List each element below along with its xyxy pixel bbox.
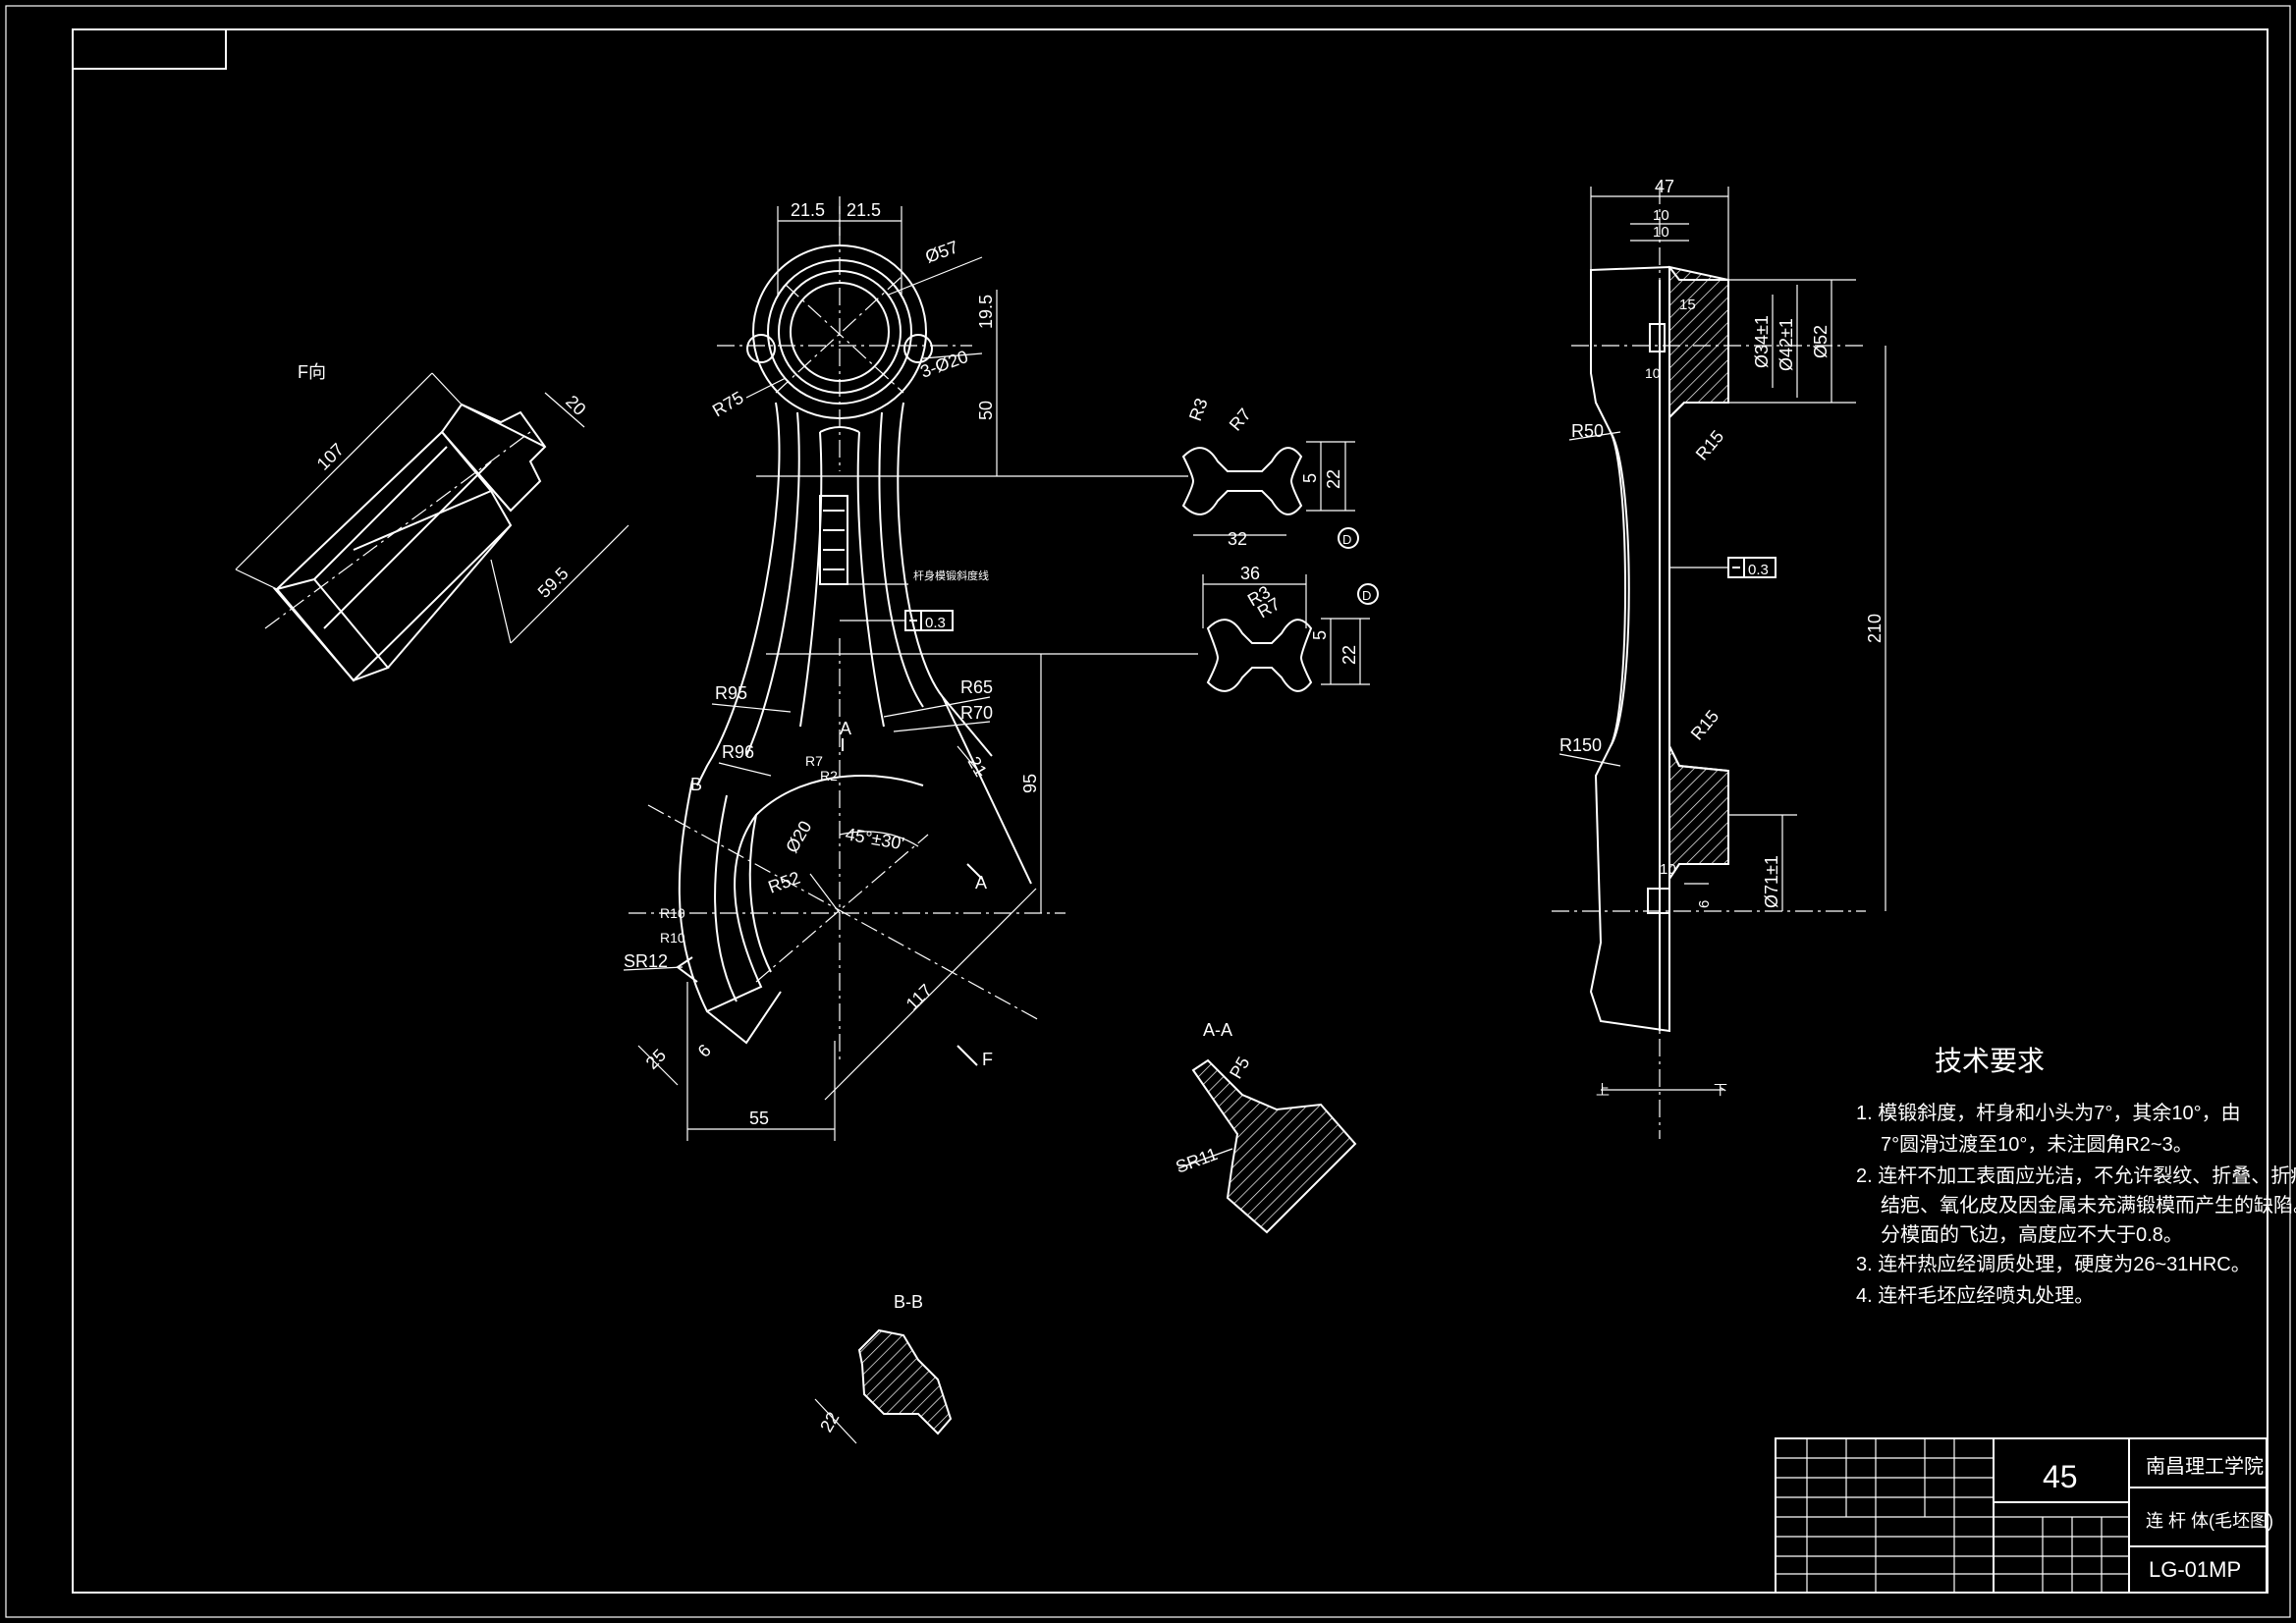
dim-20: 20 [562,392,589,419]
material: 45 [2043,1459,2078,1494]
dim-r95: R95 [715,683,747,703]
flatness-1: 0.3 [925,615,946,631]
parting-lower: 下 [1714,1082,1727,1098]
section-marker-b: B [690,775,702,794]
dim-sr11: SR11 [1174,1144,1221,1177]
tech-item-2: 7°圆滑过渡至10°，未注圆角R2~3。 [1881,1133,2193,1156]
dim-6: 6 [694,1041,715,1061]
parting-upper: 上 [1596,1082,1610,1098]
drawing-number: LG-01MP [2149,1557,2241,1582]
dim-59-5: 59.5 [534,564,573,602]
section-a-a: A-A P5 SR11 [1174,1020,1357,1234]
dim-r7-a: R7 [1226,405,1255,434]
dim-5-b: 5 [1310,630,1330,640]
dim-55: 55 [749,1109,769,1128]
dim-r96: R96 [722,742,754,762]
flatness-2: 0.3 [1748,562,1769,578]
dim-r150: R150 [1559,735,1602,755]
tech-item-7: 4. 连杆毛坯应经喷丸处理。 [1856,1284,2094,1307]
shaft-section-upper: 32 R3 R7 5 22 D [1181,396,1359,549]
dim-10-a: 10 [1653,207,1669,224]
front-view: 21.5 21.5 Ø57 19.5 3-Ø20 50 R75 杆身模锻斜度线 … [623,196,1198,1141]
shaft-note: 杆身模锻斜度线 [913,568,989,582]
dim-d42: Ø42±1 [1777,318,1796,371]
section-marker-a-bottom: A [975,873,987,893]
dim-r70: R70 [960,703,993,723]
dim-22-a: 22 [1324,469,1343,489]
dim-angle: 45°±30' [844,824,905,853]
dim-d52: Ø52 [1811,325,1831,358]
school-name: 南昌理工学院 [2146,1455,2264,1478]
dim-210: 210 [1865,614,1885,643]
inner-border [72,28,2269,1594]
dim-36: 36 [1240,564,1260,583]
dim-r3-a: R3 [1185,396,1212,423]
dim-r75: R75 [709,388,747,421]
dim-sr12: SR12 [624,951,668,971]
dim-3-d20: 3-Ø20 [918,347,971,382]
outer-border [5,5,2291,1618]
side-view: 47 10 10 15 10 Ø34±1 Ø42±1 Ø52 210 Ø71±1… [1552,177,1886,1139]
dim-22-b: 22 [1339,645,1359,665]
dim-10-b: 10 [1653,224,1669,241]
dim-47: 47 [1655,177,1674,196]
dim-22-c: 22 [816,1409,843,1435]
shaft-section-lower: 36 R3 R7 5 22 D [1202,564,1379,692]
dim-r15-a: R15 [1692,426,1728,463]
dim-19-5: 19.5 [976,295,996,329]
technical-requirements: 技术要求 1. 模锻斜度，杆身和小头为7°，其余10°，由 7°圆滑过渡至10°… [1856,1046,2296,1307]
tech-item-5: 分模面的飞边，高度应不大于0.8。 [1881,1223,2183,1246]
dim-r7: R7 [805,753,823,769]
tech-item-1: 1. 模锻斜度，杆身和小头为7°，其余10°，由 [1856,1102,2241,1124]
section-b-b-label-text: B-B [894,1292,923,1312]
dim-d20: Ø20 [782,818,815,856]
tech-item-6: 3. 连杆热应经调质处理，硬度为26~31HRC。 [1856,1253,2251,1275]
dim-r52: R52 [766,868,803,897]
dim-r15-b: R15 [1687,706,1723,743]
title-block: 45 南昌理工学院 连 杆 体(毛坯图) LG-01MP [1775,1437,2273,1594]
dim-32: 32 [1228,529,1247,549]
dim-21-5-left: 21.5 [791,200,825,220]
section-marker-a-top: A [840,719,851,738]
dim-p5: P5 [1226,1054,1253,1082]
dim-10-c: 10 [1645,365,1661,381]
dim-d34: Ø34±1 [1752,315,1772,368]
section-a-a-label: A-A [1203,1020,1232,1040]
f-view-label: F向 [298,362,326,382]
datum-d-lower: D [1362,588,1371,603]
dim-117: 117 [902,980,936,1013]
dim-d71: Ø71±1 [1762,855,1781,908]
dim-6-b: 6 [1696,900,1713,908]
dim-25: 25 [642,1046,670,1073]
dim-21: 21 [964,753,991,780]
dim-r65: R65 [960,677,993,697]
dim-r50: R50 [1571,421,1604,441]
section-b-b: B B-B 22 [814,1292,953,1444]
tech-title: 技术要求 [1935,1046,2045,1076]
tech-item-3: 2. 连杆不加工表面应光洁，不允许裂纹、折叠、折痕、 [1856,1164,2296,1187]
dim-r10a: R10 [660,905,685,921]
corner-title-box [72,28,227,70]
dim-r10b: R10 [660,930,685,946]
dim-107: 107 [313,439,348,473]
dim-95: 95 [1020,774,1040,793]
datum-d-upper: D [1342,532,1351,547]
dim-50: 50 [976,401,996,420]
dim-15: 15 [1679,297,1696,313]
tech-item-4: 结疤、氧化皮及因金属未充满锻模而产生的缺陷。 [1881,1194,2296,1217]
view-f-marker: F [982,1050,993,1069]
dim-d57: Ø57 [923,237,961,266]
part-name: 连 杆 体(毛坯图) [2146,1511,2273,1531]
dim-r2: R2 [820,768,838,784]
f-view: F向 107 20 59.5 [235,362,629,682]
dim-5-a: 5 [1300,473,1320,483]
dim-21-5-right: 21.5 [847,200,881,220]
dim-10-d: 10 [1660,861,1676,878]
